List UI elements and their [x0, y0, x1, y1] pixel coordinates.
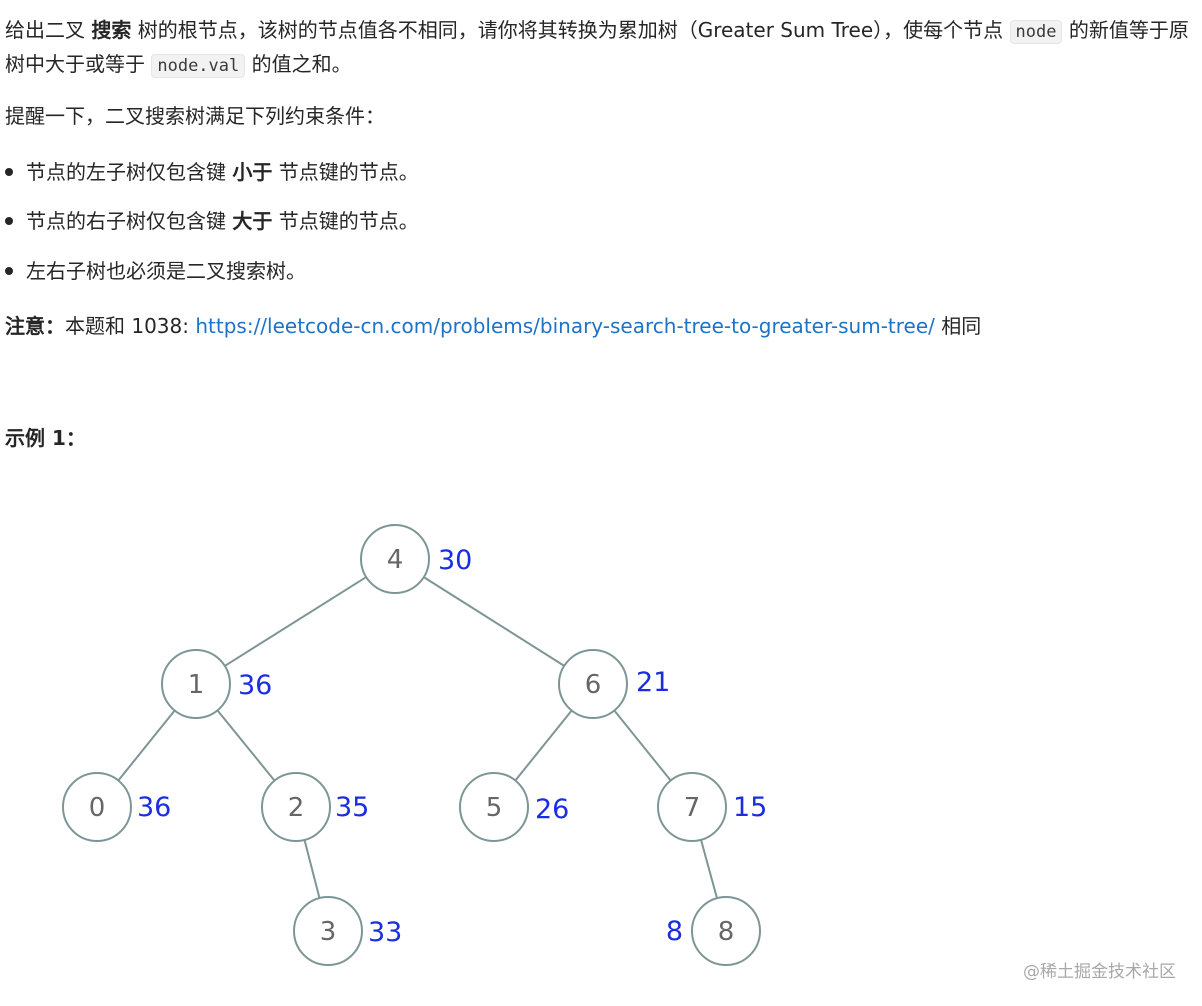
- tree-node-value: 5: [486, 793, 503, 823]
- tree-node-sum: 21: [636, 667, 670, 698]
- example-title: 示例 1：: [5, 422, 86, 454]
- tree-node-4: [360, 524, 430, 594]
- note-paragraph: 注意：本题和 1038: https://leetcode-cn.com/pro…: [5, 310, 981, 342]
- tree-edge-n6-n7: [613, 709, 672, 782]
- intro-bold-search: 搜索: [91, 18, 132, 42]
- constraint-post: 节点键的节点。: [272, 209, 419, 233]
- tree-node-6: [558, 649, 628, 719]
- tree-node-value: 6: [585, 670, 602, 700]
- code-node-val: node.val: [151, 54, 246, 78]
- tree-node-sum: 33: [368, 917, 402, 948]
- problem-link[interactable]: https://leetcode-cn.com/problems/binary-…: [195, 314, 935, 338]
- code-node: node: [1009, 20, 1063, 44]
- tree-node-2: [261, 772, 331, 842]
- tree-node-8: [691, 896, 761, 966]
- reminder-text: 提醒一下，二叉搜索树满足下列约束条件：: [5, 104, 385, 128]
- tree-node-sum: 15: [733, 792, 767, 823]
- tree-node-sum: 36: [137, 792, 171, 823]
- tree-node-0: [62, 772, 132, 842]
- tree-node-sum: 30: [438, 545, 472, 576]
- tree-node-value: 1: [188, 670, 205, 700]
- tree-node-sum: 36: [238, 670, 272, 701]
- constraint-item-left: 节点的左子树仅包含键 小于 节点键的节点。: [5, 156, 419, 188]
- tree-edge-n4-n6: [423, 576, 565, 667]
- constraint-pre: 节点的左子树仅包含键: [26, 160, 233, 184]
- tree-node-5: [459, 772, 529, 842]
- example-title-text: 示例 1：: [5, 426, 86, 450]
- tree-node-value: 0: [89, 793, 106, 823]
- constraint-item-subtrees: 左右子树也必须是二叉搜索树。: [5, 255, 306, 287]
- tree-edge-n6-n5: [514, 709, 573, 782]
- constraint-bold: 大于: [232, 209, 273, 233]
- tree-edge-n7-n8: [700, 839, 718, 899]
- constraint-pre: 左右子树也必须是二叉搜索树。: [26, 259, 306, 283]
- note-label: 注意：: [5, 314, 65, 338]
- constraint-item-right: 节点的右子树仅包含键 大于 节点键的节点。: [5, 205, 419, 237]
- tree-edge-n1-n0: [117, 709, 176, 782]
- tree-edge-n4-n1: [224, 576, 367, 667]
- tree-node-value: 3: [320, 917, 337, 947]
- tree-node-sum: 26: [535, 794, 569, 825]
- bullet-icon: [5, 167, 13, 176]
- intro-text-4: 的值之和。: [245, 52, 352, 76]
- tree-node-value: 2: [288, 793, 305, 823]
- tree-node-value: 4: [387, 545, 404, 575]
- tree-node-3: [293, 896, 363, 966]
- constraint-post: 节点键的节点。: [272, 160, 419, 184]
- intro-text-3: 的新值等于原树中大于或等于: [5, 18, 1189, 76]
- tree-node-sum: 8: [666, 916, 683, 947]
- bullet-icon: [5, 216, 13, 225]
- tree-node-value: 8: [718, 917, 735, 947]
- constraint-pre: 节点的右子树仅包含键: [26, 209, 233, 233]
- watermark: @稀土掘金技术社区: [1023, 962, 1176, 982]
- tree-edge-n1-n2: [216, 709, 276, 782]
- tree-node-1: [161, 649, 231, 719]
- note-text: 本题和 1038:: [65, 314, 196, 338]
- constraint-bold: 小于: [232, 160, 273, 184]
- intro-text-2: 树的根节点，该树的节点值各不相同，请你将其转换为累加树（Greater Sum …: [131, 18, 1010, 42]
- intro-text-1: 给出二叉: [5, 18, 92, 42]
- tree-node-sum: 35: [335, 792, 369, 823]
- tree-edge-n2-n3: [303, 839, 321, 899]
- problem-description: 给出二叉 搜索 树的根节点，该树的节点值各不相同，请你将其转换为累加树（Grea…: [5, 14, 1195, 82]
- tree-node-7: [657, 772, 727, 842]
- note-suffix: 相同: [934, 314, 982, 338]
- tree-node-value: 7: [684, 793, 701, 823]
- bullet-icon: [5, 266, 13, 275]
